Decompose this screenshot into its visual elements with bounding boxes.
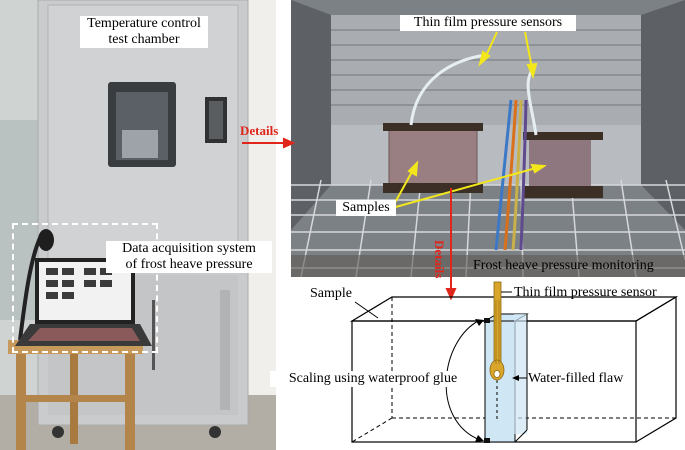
chamber-label: Temperature control test chamber [80,16,208,48]
diagram-sensor-label: Thin film pressure sensor [514,285,657,300]
diagram-title: Frost heave pressure monitoring [473,258,654,273]
chamber-photo [0,0,276,450]
diagram-flaw-label: Water-filled flaw [528,371,624,386]
daq-label: Data acquisition system of frost heave p… [106,241,272,273]
details-arrow-label-right: Details [240,123,279,138]
chamber-label-line1: Temperature control [87,16,201,31]
daq-label-line2: of frost heave pressure [125,257,253,272]
daq-label-line1: Data acquisition system [122,241,256,256]
chamber-interior-photo [291,0,685,277]
details-arrow-label-down: Details [432,240,447,279]
sensors-label: Thin film pressure sensors [400,15,576,31]
daq-highlight-box [12,223,158,353]
chamber-label-line2: test chamber [108,32,180,47]
samples-label: Samples [336,200,396,216]
diagram-sample-label: Sample [310,286,352,301]
diagram-glue-label: Scaling using waterproof glue [270,371,476,387]
